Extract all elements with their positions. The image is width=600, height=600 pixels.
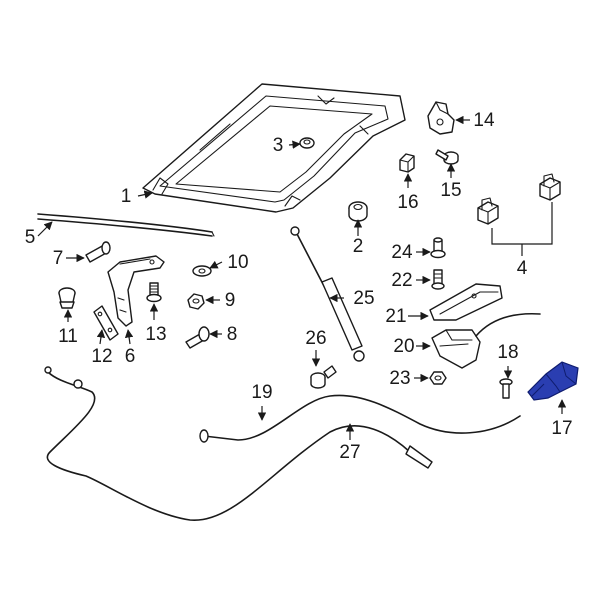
callout-8: 8 [227, 324, 238, 345]
callout-17: 17 [551, 418, 572, 439]
stud-24-part[interactable] [430, 237, 446, 259]
callout-21: 21 [385, 306, 406, 327]
callout-14: 14 [473, 110, 495, 131]
callout-13: 13 [145, 324, 166, 345]
callout-25: 25 [353, 288, 374, 309]
bumper-stop-part[interactable] [348, 201, 368, 222]
leader-lines [37, 115, 567, 440]
callout-23: 23 [389, 368, 410, 389]
clip-4a-part[interactable] [477, 197, 499, 225]
grommet-11-part[interactable] [58, 287, 76, 309]
callout-19: 19 [251, 382, 272, 403]
callout-6: 6 [125, 346, 136, 367]
hood-latch-part[interactable] [431, 312, 541, 369]
bolt-15-part[interactable] [435, 149, 459, 165]
nut-9-part[interactable] [187, 293, 205, 310]
shim-plate-part[interactable] [93, 305, 119, 341]
washer-10-part[interactable] [192, 265, 212, 277]
clip-4b-part[interactable] [539, 173, 561, 201]
bolt-22-part[interactable] [431, 269, 445, 290]
callout-9: 9 [225, 290, 236, 311]
release-cable-27-part[interactable] [44, 366, 433, 521]
latch-mount-bracket-part[interactable] [429, 283, 503, 321]
bolt-8-part[interactable] [185, 326, 210, 349]
square-bumper-part[interactable] [399, 153, 415, 173]
callout-1: 1 [121, 186, 132, 207]
callout-20: 20 [393, 336, 414, 357]
callout-24: 24 [391, 242, 413, 263]
bolt-7-part[interactable] [85, 241, 111, 263]
callout-7: 7 [53, 248, 64, 269]
nut-23-part[interactable] [429, 371, 447, 385]
release-handle-part[interactable] [527, 361, 579, 401]
callout-4: 4 [517, 258, 528, 279]
strut-pin-part[interactable] [310, 365, 337, 389]
callout-5: 5 [25, 227, 36, 248]
release-cable-19-part[interactable] [199, 394, 521, 443]
callout-16: 16 [397, 192, 418, 213]
callout-10: 10 [227, 252, 248, 273]
hood-panel-part[interactable] [142, 83, 406, 213]
stud-bolt-13-part[interactable] [146, 282, 162, 303]
latch-bracket-part[interactable] [427, 101, 455, 135]
weatherstrip-part[interactable] [37, 213, 215, 237]
callout-labels: 1 2 3 4 5 6 7 8 9 10 11 12 13 14 15 16 1… [25, 110, 573, 463]
hood-grommet-part[interactable] [299, 137, 315, 149]
callout-15: 15 [440, 180, 461, 201]
callout-27: 27 [339, 442, 360, 463]
callout-3: 3 [273, 135, 284, 156]
hood-hinge-part[interactable] [107, 255, 165, 327]
callout-22: 22 [391, 270, 412, 291]
callout-12: 12 [91, 346, 112, 367]
screw-18-part[interactable] [499, 378, 513, 399]
callout-2: 2 [353, 236, 364, 257]
callout-11: 11 [58, 326, 78, 347]
callout-26: 26 [305, 328, 326, 349]
callout-18: 18 [497, 342, 518, 363]
